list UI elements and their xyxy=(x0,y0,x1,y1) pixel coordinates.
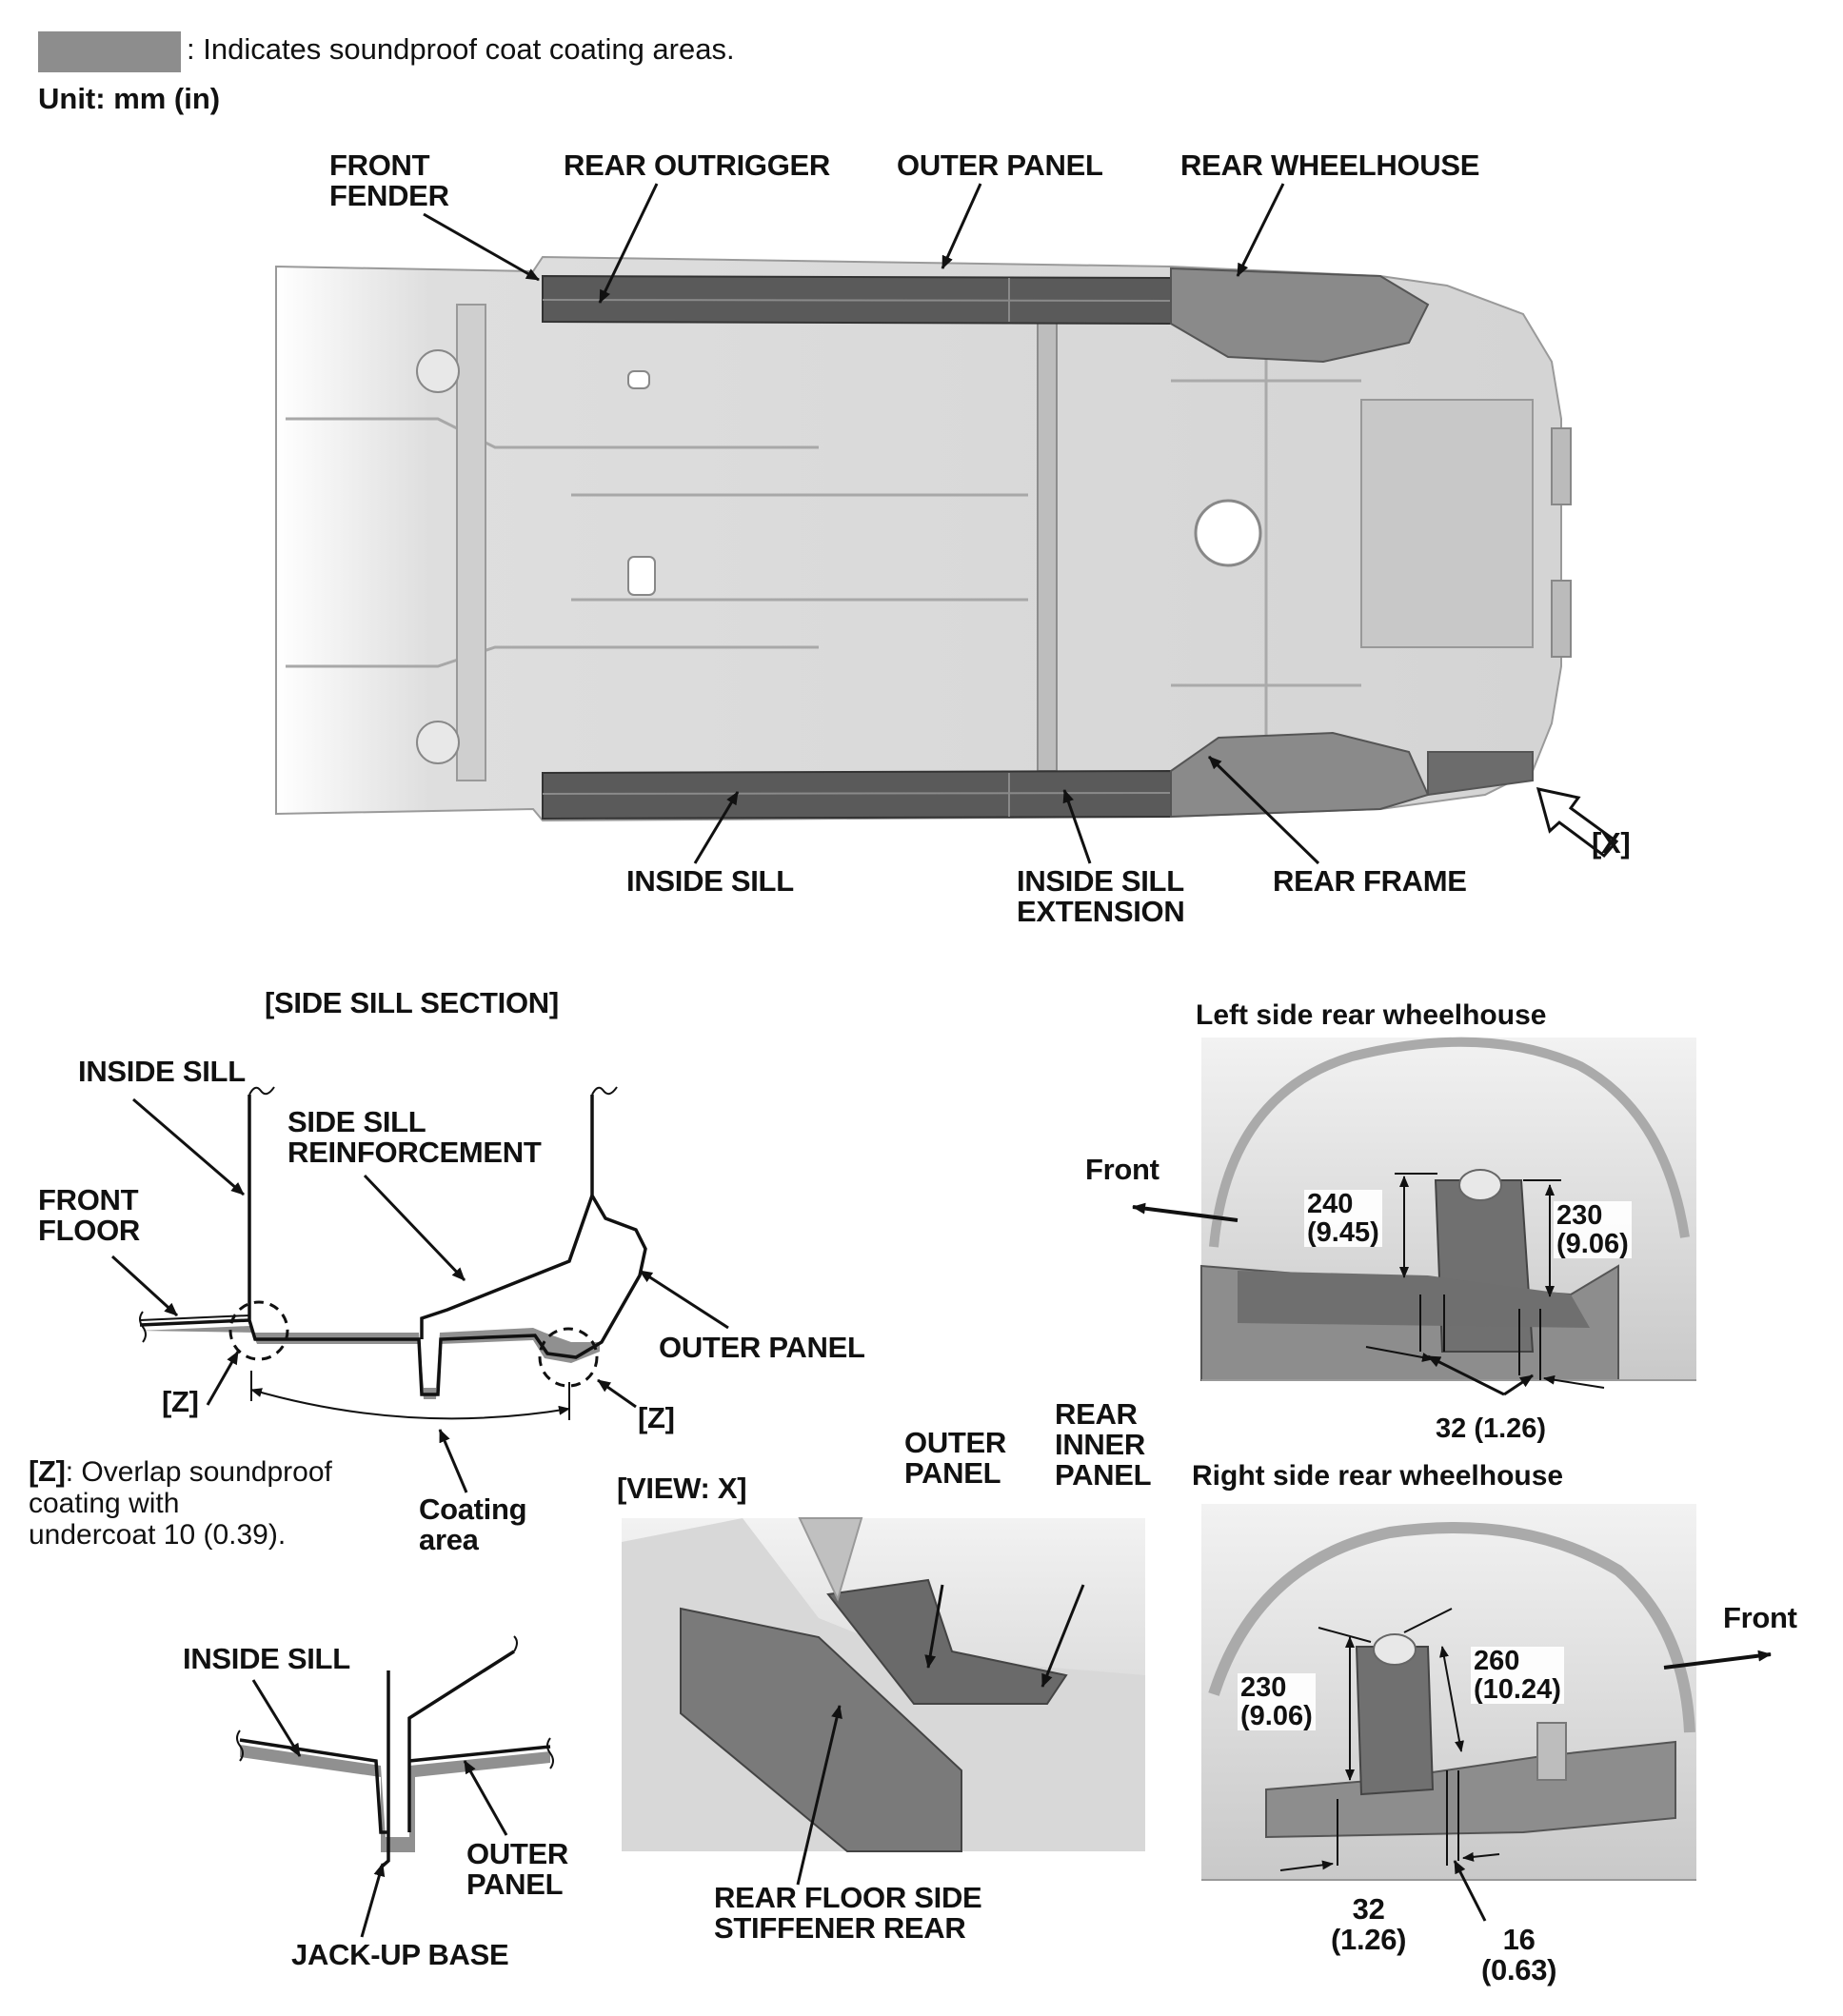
label-outer-panel-top: OUTER PANEL xyxy=(897,148,1103,182)
label-side-sill-reinforcement: SIDE SILL REINFORCEMENT xyxy=(287,1105,542,1169)
right-wheelhouse-front-label: Front xyxy=(1723,1601,1797,1634)
label-view-x-arrow: [X] xyxy=(1592,826,1631,860)
label-coating-area: Coating area xyxy=(419,1492,527,1556)
underbody-view xyxy=(275,183,1619,865)
z-note: [Z]: Overlap soundproof coating with und… xyxy=(29,1454,409,1552)
left-wheelhouse-photo xyxy=(1132,1037,1696,1396)
left-wheelhouse-measure-240: 240 (9.45) xyxy=(1304,1190,1382,1247)
legend-text: : Indicates soundproof coat coating area… xyxy=(187,32,735,66)
label-rear-wheelhouse: REAR WHEELHOUSE xyxy=(1180,148,1480,182)
label-inside-sill-extension: INSIDE SILL EXTENSION xyxy=(1017,864,1185,928)
legend-coat-swatch xyxy=(38,31,181,72)
label-front-floor: FRONT FLOOR xyxy=(38,1183,140,1247)
left-wheelhouse-front-label: Front xyxy=(1085,1153,1159,1186)
label-rear-floor-side-stiffener: REAR FLOOR SIDE STIFFENER REAR xyxy=(714,1881,982,1945)
label-front-fender: FRONT FENDER xyxy=(329,148,449,212)
label-rear-outrigger: REAR OUTRIGGER xyxy=(564,148,830,182)
side-sill-section-drawing xyxy=(110,1086,729,1493)
right-wheelhouse-title: Right side rear wheelhouse xyxy=(1192,1460,1564,1492)
label-outer-panel-section: OUTER PANEL xyxy=(659,1331,865,1364)
left-wheelhouse-title: Left side rear wheelhouse xyxy=(1196,999,1547,1031)
label-outer-panel-jackup: OUTER PANEL xyxy=(466,1837,569,1901)
left-wheelhouse-measure-32: 32 (1.26) xyxy=(1433,1414,1550,1443)
view-x-photo xyxy=(622,1517,1145,1886)
right-wheelhouse-measure-32: 32 (1.26) xyxy=(1331,1892,1407,1956)
label-z-right: [Z] xyxy=(638,1401,675,1434)
right-wheelhouse-measure-260: 260 (10.24) xyxy=(1471,1647,1564,1704)
label-outer-panel-view-x: OUTER PANEL xyxy=(904,1426,1007,1490)
label-rear-inner-panel: REAR INNER PANEL xyxy=(1055,1397,1152,1492)
view-x-title: [VIEW: X] xyxy=(617,1472,747,1505)
z-note-text: : Overlap soundproof coating with underc… xyxy=(29,1456,332,1551)
right-wheelhouse-measure-230: 230 (9.06) xyxy=(1238,1673,1316,1730)
label-jack-up-base: JACK-UP BASE xyxy=(291,1938,509,1971)
label-z-left: [Z] xyxy=(162,1385,199,1418)
label-inside-sill-top: INSIDE SILL xyxy=(626,864,794,898)
unit-label: Unit: mm (in) xyxy=(38,82,221,115)
side-sill-section-title: [SIDE SILL SECTION] xyxy=(265,986,559,1019)
jack-up-section-drawing xyxy=(236,1635,554,1938)
right-wheelhouse-measure-16: 16 (0.63) xyxy=(1481,1923,1557,1986)
z-note-key: [Z] xyxy=(29,1454,66,1488)
label-rear-frame: REAR FRAME xyxy=(1273,864,1467,898)
left-wheelhouse-measure-230: 230 (9.06) xyxy=(1554,1201,1632,1258)
label-inside-sill-section: INSIDE SILL xyxy=(78,1055,246,1088)
label-inside-sill-jackup: INSIDE SILL xyxy=(183,1642,350,1675)
